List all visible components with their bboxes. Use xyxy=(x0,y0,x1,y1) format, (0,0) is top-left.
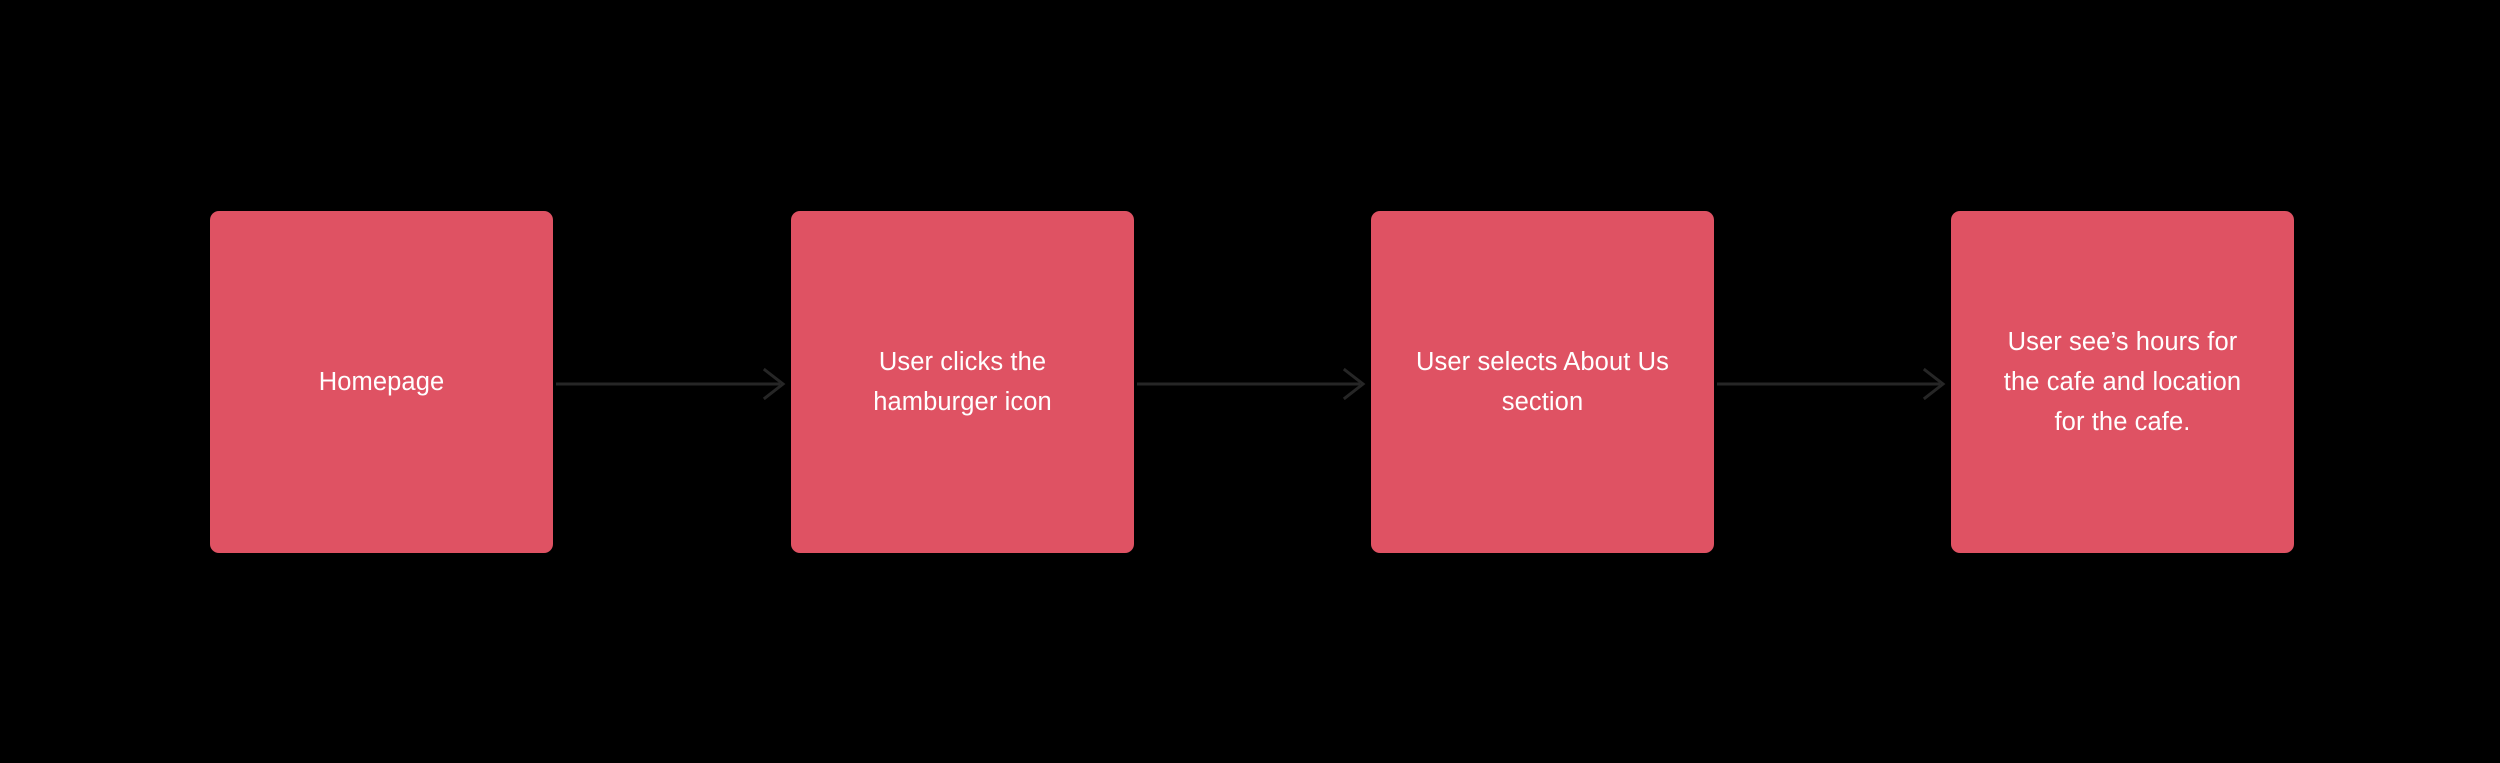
arrow-right-icon xyxy=(1137,367,1366,401)
flow-node-about-us-section[interactable]: User selects About Us section xyxy=(1371,211,1714,553)
flow-node-cafe-hours-location[interactable]: User see’s hours for the cafe and locati… xyxy=(1951,211,2294,553)
flow-node-label: Homepage xyxy=(318,368,445,396)
flow-connector-1 xyxy=(556,364,788,404)
flow-node-label: User selects About Us section xyxy=(1416,348,1669,416)
flow-connector-2 xyxy=(1137,364,1368,404)
flow-node-homepage[interactable]: Homepage xyxy=(210,211,553,553)
arrow-right-icon xyxy=(1717,367,1946,401)
flow-node-hamburger-click[interactable]: User clicks the hamburger icon xyxy=(791,211,1134,553)
flow-connector-3 xyxy=(1717,364,1948,404)
arrow-right-icon xyxy=(556,367,786,401)
flow-node-label: User see’s hours for the cafe and locati… xyxy=(2003,328,2242,436)
flow-node-label: User clicks the hamburger icon xyxy=(873,348,1052,416)
